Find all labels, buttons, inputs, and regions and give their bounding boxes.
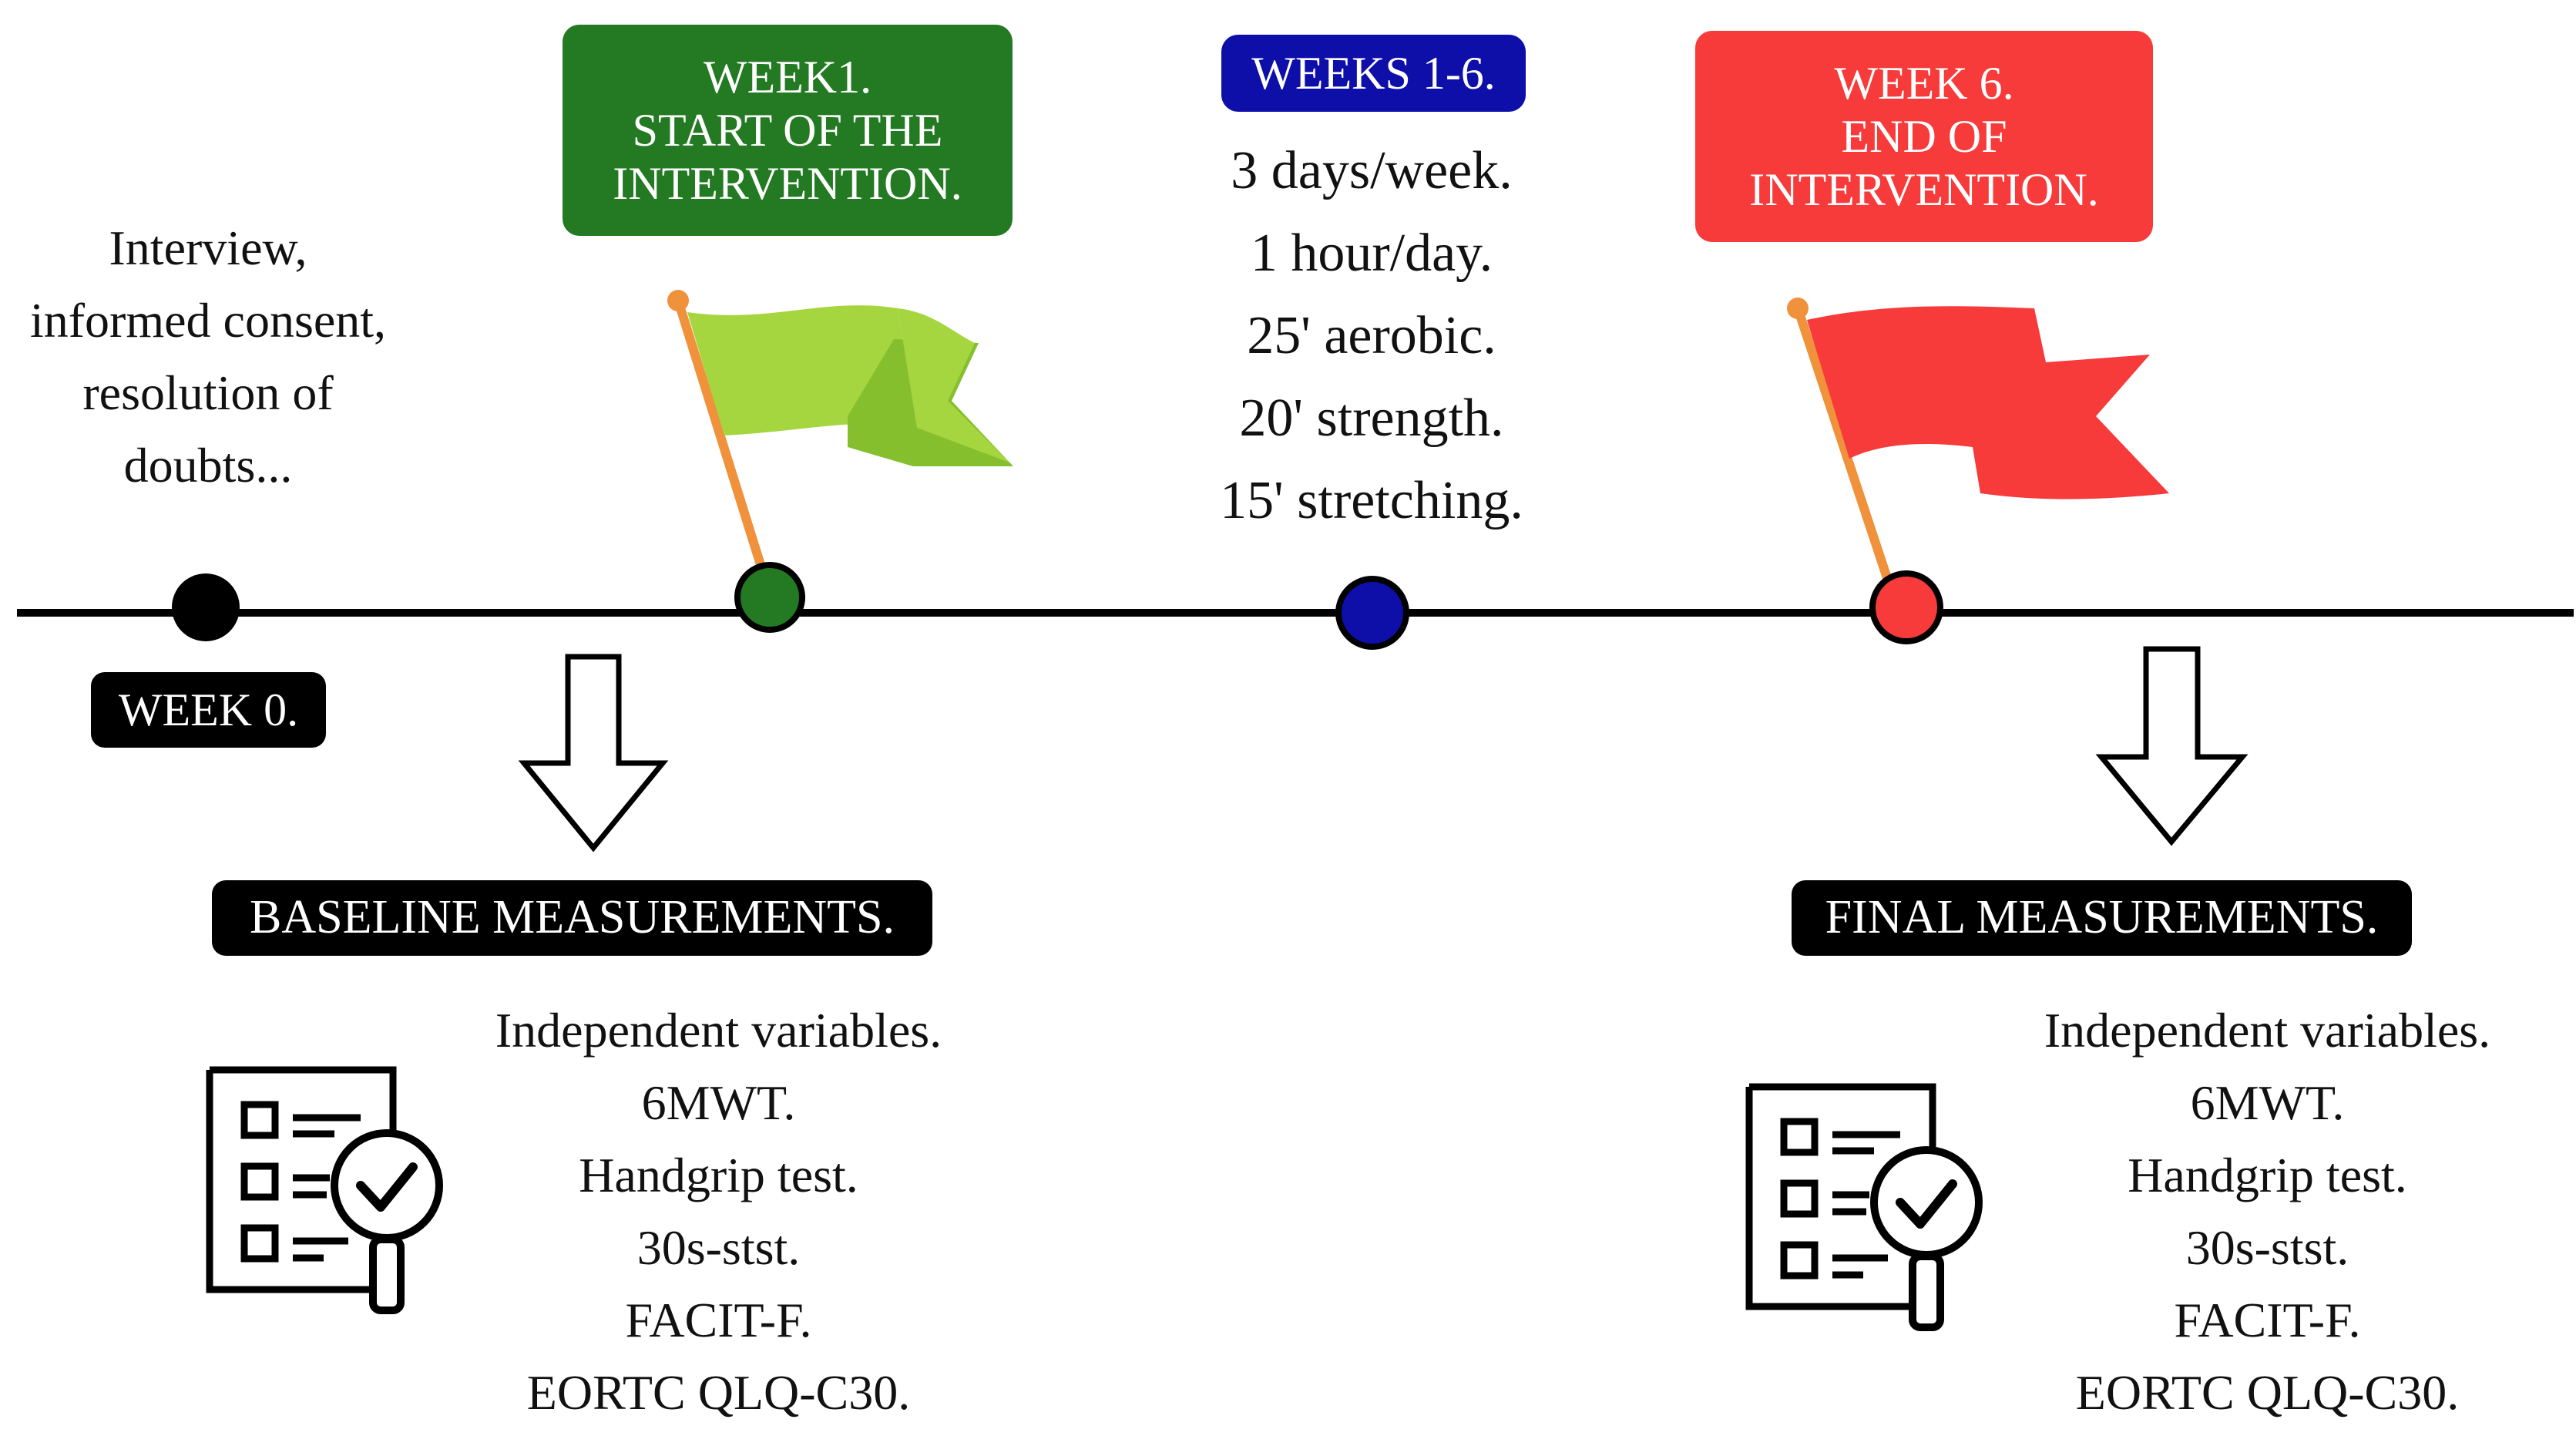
week6-label-line: INTERVENTION. <box>1749 163 2099 215</box>
end-flag-icon <box>1787 298 2169 592</box>
weeks1-6-label-text: WEEKS 1-6. <box>1251 47 1496 99</box>
final-down-arrow-icon <box>2095 646 2249 846</box>
final-measurements-label: FINAL MEASUREMENTS. <box>1792 880 2412 956</box>
schedule-line: 1 hour/day. <box>1250 224 1493 283</box>
weeks1-6-schedule: 3 days/week. 1 hour/day. 25' aerobic. 20… <box>1125 129 1618 542</box>
start-flag-icon <box>667 290 1013 584</box>
weeks1-6-node <box>1335 576 1409 650</box>
week1-label-line: WEEK1. <box>703 51 872 103</box>
week0-node <box>172 573 240 641</box>
week0-label: WEEK 0. <box>91 672 326 748</box>
week6-label-line: END OF <box>1841 110 2007 162</box>
week1-label: WEEK1. START OF THE INTERVENTION. <box>563 25 1013 236</box>
baseline-checklist-magnifier-icon <box>206 1066 443 1314</box>
baseline-down-arrow-icon <box>518 654 669 853</box>
schedule-line: 20' strength. <box>1239 388 1504 448</box>
baseline-item: Independent variables. <box>495 1003 942 1058</box>
weeks1-6-label: WEEKS 1-6. <box>1221 35 1526 112</box>
final-item: EORTC QLQ-C30. <box>2075 1365 2460 1420</box>
final-item: 30s-stst. <box>2185 1220 2349 1275</box>
final-item: FACIT-F. <box>2174 1293 2361 1347</box>
final-item: Independent variables. <box>2044 1003 2491 1058</box>
baseline-item: 30s-stst. <box>636 1220 801 1275</box>
week0-note-line: resolution of <box>82 365 334 420</box>
final-label-text: FINAL MEASUREMENTS. <box>1825 891 2379 944</box>
week1-label-line: START OF THE <box>632 104 943 156</box>
baseline-item: EORTC QLQ-C30. <box>526 1365 911 1420</box>
baseline-item: FACIT-F. <box>625 1293 812 1347</box>
week1-label-line: INTERVENTION. <box>613 157 962 209</box>
baseline-item: 6MWT. <box>641 1075 796 1130</box>
final-item: 6MWT. <box>2190 1075 2345 1130</box>
week6-label-line: WEEK 6. <box>1834 57 2014 109</box>
final-checklist-magnifier-icon <box>1745 1083 1983 1331</box>
schedule-line: 3 days/week. <box>1231 141 1513 200</box>
week0-note: Interview, informed consent, resolution … <box>8 212 408 502</box>
baseline-items: Independent variables. 6MWT. Handgrip te… <box>432 994 1006 1429</box>
schedule-line: 15' stretching. <box>1220 471 1523 530</box>
week6-node <box>1869 570 1943 644</box>
week0-label-text: WEEK 0. <box>118 684 299 735</box>
baseline-label-text: BASELINE MEASUREMENTS. <box>249 891 895 944</box>
week1-node <box>734 562 805 633</box>
baseline-item: Handgrip test. <box>579 1148 858 1202</box>
week6-label: WEEK 6. END OF INTERVENTION. <box>1695 31 2153 242</box>
week0-note-line: informed consent, <box>29 293 387 348</box>
week0-note-line: doubts... <box>123 438 293 493</box>
final-item: Handgrip test. <box>2128 1148 2407 1202</box>
schedule-line: 25' aerobic. <box>1247 306 1496 365</box>
week0-note-line: Interview, <box>109 220 307 275</box>
final-items: Independent variables. 6MWT. Handgrip te… <box>1980 994 2554 1429</box>
baseline-measurements-label: BASELINE MEASUREMENTS. <box>212 880 932 956</box>
